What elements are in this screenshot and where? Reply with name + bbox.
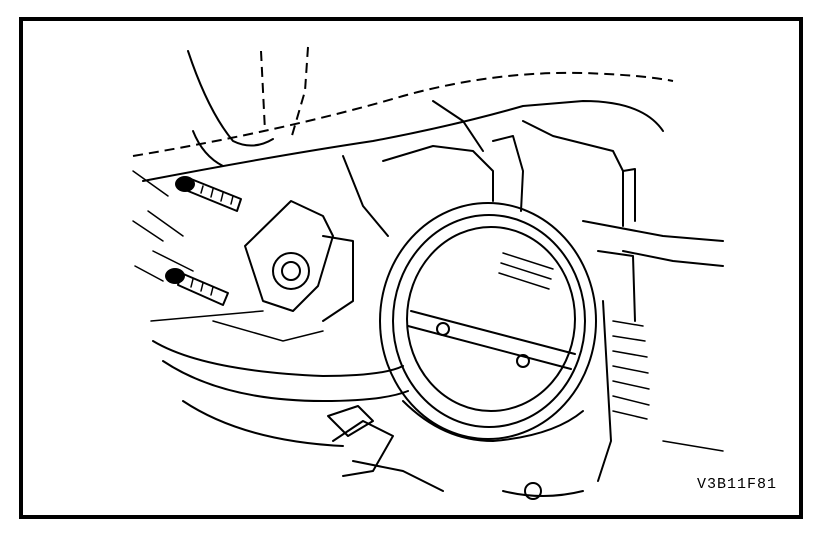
throttle-body-bore: [379, 135, 597, 442]
background-outline-lines: [132, 170, 724, 452]
throttle-body-illustration: [132, 46, 724, 500]
lower-bolt: [165, 268, 229, 306]
figure-code-label: V3B11F81: [696, 476, 777, 493]
intake-housing: [142, 100, 664, 237]
idle-air-control-ribs: [582, 220, 724, 482]
upper-dashed-duct: [132, 46, 674, 167]
throttle-position-sensor: [147, 200, 354, 322]
upper-bolt: [175, 176, 242, 212]
figure-frame: V3B11F81: [19, 17, 803, 519]
coolant-hoses: [152, 340, 584, 500]
